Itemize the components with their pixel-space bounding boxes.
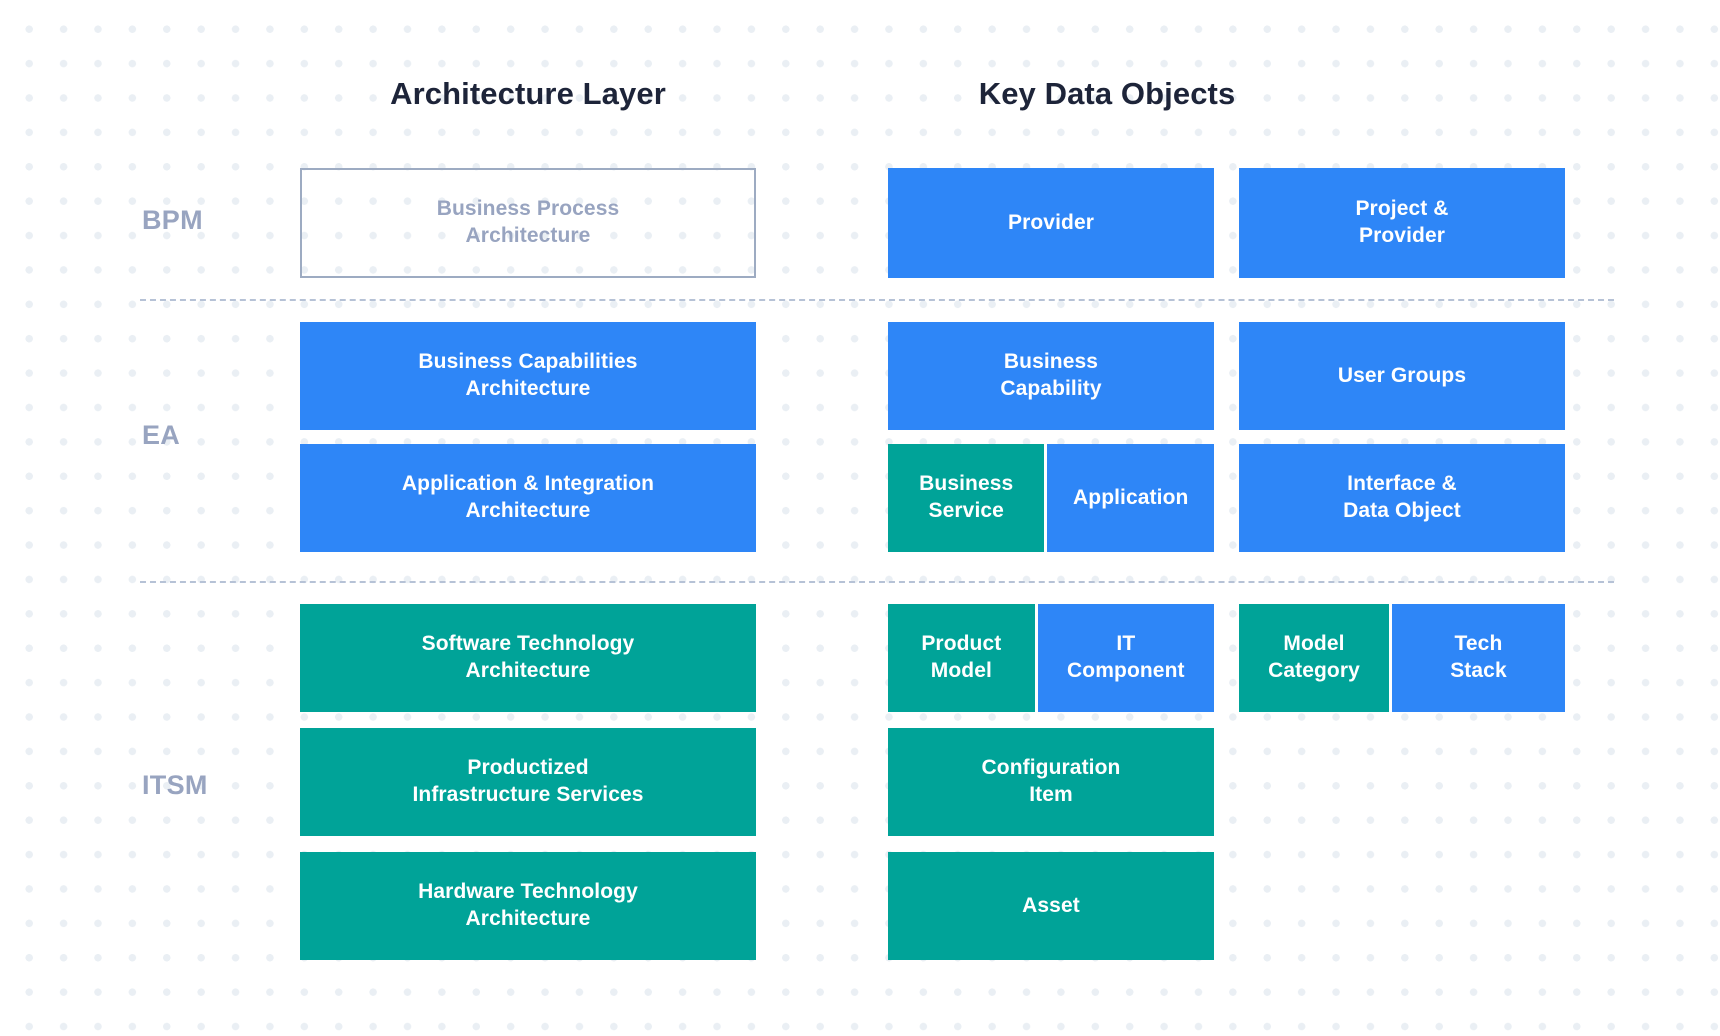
data-box-label: Interface & Data Object xyxy=(1343,472,1461,522)
data-box-label: Business Capability xyxy=(1000,350,1102,400)
arch-box-label: Business Process Architecture xyxy=(436,197,620,247)
arch-box-label: Productized Infrastructure Services xyxy=(412,756,644,806)
split-divider xyxy=(1034,604,1038,712)
data-box-half-business-service[interactable]: Business Service xyxy=(888,444,1045,552)
arch-box-label: Hardware Technology Architecture xyxy=(418,880,638,930)
data-box-interface-and-data-object[interactable]: Interface & Data Object xyxy=(1239,444,1565,552)
data-box-business-capability[interactable]: Business Capability xyxy=(888,322,1214,430)
arch-box-hardware-technology-architecture[interactable]: Hardware Technology Architecture xyxy=(300,852,756,960)
arch-box-business-process-architecture[interactable]: Business Process Architecture xyxy=(300,168,756,278)
data-box-half-tech-stack[interactable]: Tech Stack xyxy=(1391,604,1565,712)
data-box-label: Configuration Item xyxy=(981,756,1121,806)
band-label-bpm: BPM xyxy=(142,205,203,235)
band-divider-ea-itsm xyxy=(140,581,1614,583)
data-box-product-model-it-component[interactable]: Product Model IT Component xyxy=(888,604,1214,712)
data-box-configuration-item[interactable]: Configuration Item xyxy=(888,728,1214,836)
data-box-label: User Groups xyxy=(1337,363,1467,387)
data-box-label: Model Category xyxy=(1268,632,1360,682)
arch-box-application-integration-architecture[interactable]: Application & Integration Architecture xyxy=(300,444,756,552)
data-box-half-product-model[interactable]: Product Model xyxy=(888,604,1035,712)
data-box-label: IT Component xyxy=(1067,632,1185,682)
data-box-asset[interactable]: Asset xyxy=(888,852,1214,960)
data-box-label: Project & Provider xyxy=(1355,197,1449,247)
data-box-half-it-component[interactable]: IT Component xyxy=(1037,604,1214,712)
arch-box-label: Application & Integration Architecture xyxy=(401,472,655,522)
arch-box-software-technology-architecture[interactable]: Software Technology Architecture xyxy=(300,604,756,712)
split-divider xyxy=(1044,444,1048,552)
split-divider xyxy=(1388,604,1392,712)
data-box-label: Tech Stack xyxy=(1450,632,1507,682)
data-box-half-application[interactable]: Application xyxy=(1047,444,1214,552)
arch-box-label: Business Capabilities Architecture xyxy=(418,350,638,400)
data-box-project-and-provider[interactable]: Project & Provider xyxy=(1239,168,1565,278)
arch-box-business-capabilities-architecture[interactable]: Business Capabilities Architecture xyxy=(300,322,756,430)
data-box-business-service-application[interactable]: Business Service Application xyxy=(888,444,1214,552)
data-box-provider[interactable]: Provider xyxy=(888,168,1214,278)
band-label-ea: EA xyxy=(142,420,181,450)
arch-box-label: Software Technology Architecture xyxy=(421,632,635,682)
column-header-key-data-objects: Key Data Objects xyxy=(978,76,1236,111)
data-box-label: Asset xyxy=(1022,893,1080,917)
data-box-model-category-tech-stack[interactable]: Model Category Tech Stack xyxy=(1239,604,1565,712)
column-header-architecture-layer: Architecture Layer xyxy=(390,76,666,111)
data-box-label: Product Model xyxy=(921,632,1002,682)
arch-box-productized-infrastructure-services[interactable]: Productized Infrastructure Services xyxy=(300,728,756,836)
band-divider-bpm-ea xyxy=(140,299,1614,301)
data-box-label: Application xyxy=(1073,485,1189,509)
data-box-label: Business Service xyxy=(919,472,1014,522)
data-box-label: Provider xyxy=(1008,210,1094,234)
data-box-user-groups[interactable]: User Groups xyxy=(1239,322,1565,430)
band-label-itsm: ITSM xyxy=(142,770,208,800)
data-box-half-model-category[interactable]: Model Category xyxy=(1239,604,1389,712)
